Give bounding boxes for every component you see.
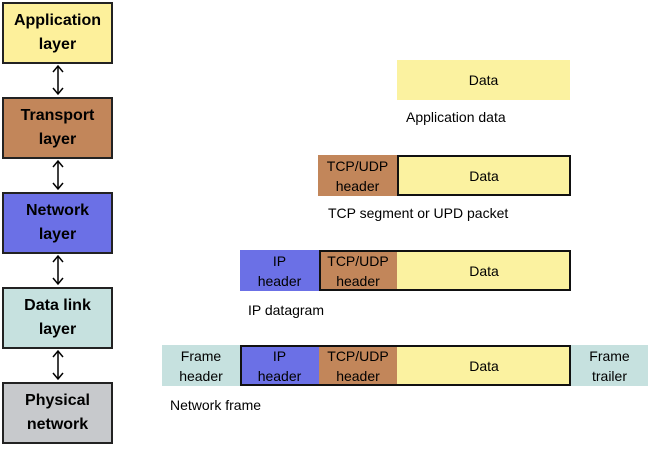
network-layer-label: Network layer bbox=[25, 202, 90, 243]
double-arrow-icon bbox=[51, 254, 65, 286]
ip-datagram-caption: IP datagram bbox=[248, 302, 325, 318]
tcp-udp-header-label: TCP/UDP header bbox=[326, 157, 389, 194]
datalink-layer-box: Data link layer bbox=[2, 287, 113, 349]
ip-header-cell: IP header bbox=[240, 250, 319, 291]
data-cell-label: Data bbox=[469, 357, 499, 374]
frame-header-cell: Frame header bbox=[162, 345, 240, 386]
network-layer-box: Network layer bbox=[2, 192, 113, 254]
physical-network-label: Physical network bbox=[25, 392, 90, 433]
transport-layer-box: Transport layer bbox=[2, 97, 113, 159]
data-cell: Data bbox=[397, 250, 571, 291]
datalink-layer-label: Data link layer bbox=[24, 297, 91, 338]
application-data-caption: Application data bbox=[406, 109, 506, 125]
frame-trailer-cell: Frame trailer bbox=[571, 345, 648, 386]
tcp-udp-header-cell: TCP/UDP header bbox=[319, 345, 397, 386]
double-arrow-icon bbox=[51, 349, 65, 381]
data-cell-label: Data bbox=[468, 72, 499, 88]
double-arrow-icon bbox=[51, 64, 65, 96]
tcp-udp-header-cell: TCP/UDP header bbox=[319, 250, 397, 291]
ip-header-label: IP header bbox=[257, 347, 302, 384]
ip-header-cell: IP header bbox=[240, 345, 319, 386]
tcp-udp-header-cell: TCP/UDP header bbox=[318, 155, 397, 196]
data-cell-label: Data bbox=[469, 262, 499, 279]
application-layer-label: Application layer bbox=[13, 12, 102, 53]
physical-network-box: Physical network bbox=[2, 382, 113, 444]
network-frame-caption: Network frame bbox=[170, 397, 262, 413]
tcp-udp-header-label: TCP/UDP header bbox=[327, 347, 389, 384]
data-cell: Data bbox=[397, 60, 570, 100]
frame-header-label: Frame header bbox=[179, 347, 223, 384]
data-cell: Data bbox=[397, 155, 571, 196]
data-cell: Data bbox=[397, 345, 571, 386]
tcp-udp-header-label: TCP/UDP header bbox=[327, 252, 389, 289]
ip-header-label: IP header bbox=[257, 252, 302, 289]
application-layer-box: Application layer bbox=[2, 2, 113, 64]
data-cell-label: Data bbox=[469, 167, 499, 184]
tcp-segment-caption: TCP segment or UPD packet bbox=[328, 205, 509, 221]
double-arrow-icon bbox=[51, 159, 65, 191]
transport-layer-label: Transport layer bbox=[20, 107, 95, 148]
frame-trailer-label: Frame trailer bbox=[589, 347, 630, 384]
